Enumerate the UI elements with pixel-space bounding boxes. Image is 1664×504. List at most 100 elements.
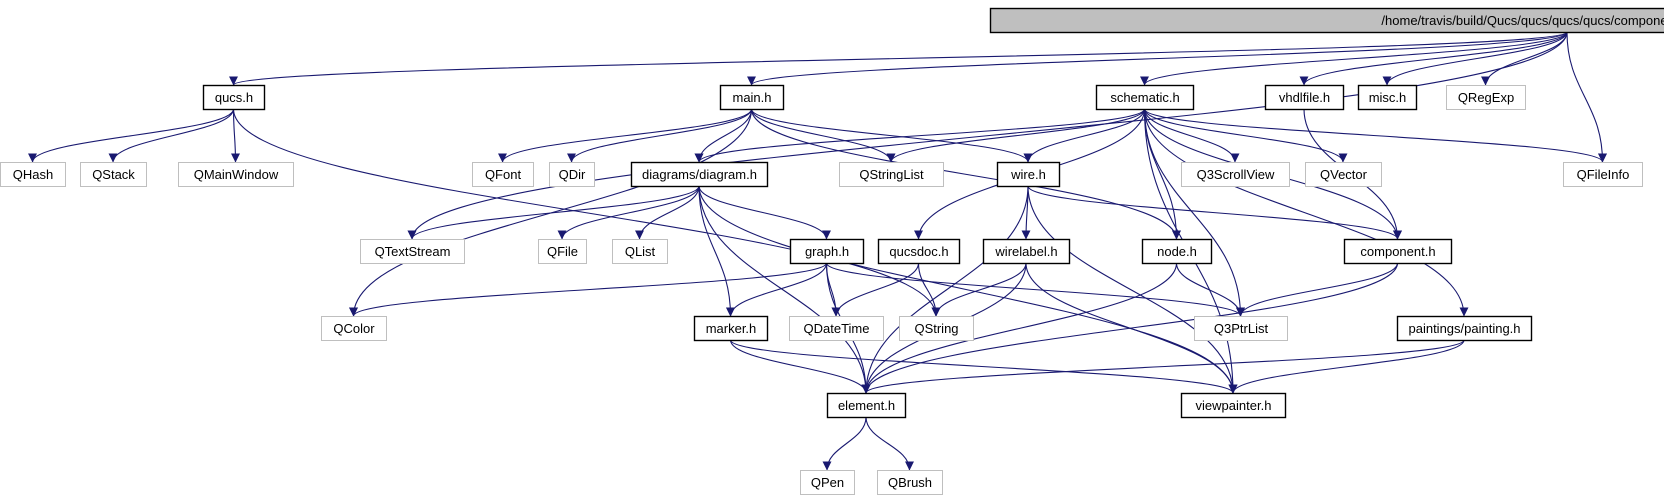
node-box [1181,162,1290,187]
node-qstring: QString [899,316,974,341]
node-qfile: QFile [538,239,587,264]
node-main[interactable]: main.h [719,84,785,111]
node-label: QMainWindow [194,167,279,182]
node-label: QDateTime [804,321,870,336]
node-box [1305,162,1382,187]
node-label: wirelabel.h [994,244,1057,259]
node-qucsdoc[interactable]: qucsdoc.h [877,238,961,265]
node-box [538,239,587,264]
node-viewpainter[interactable]: viewpainter.h [1180,392,1287,419]
node-diagram[interactable]: diagrams/diagram.h [630,161,769,188]
node-wire[interactable]: wire.h [996,161,1061,188]
edge-root-to-qfileinfo [1566,31,1607,163]
node-label: component.h [1360,244,1435,259]
edge-diagram-to-qtextstream [407,185,700,240]
edge-main-to-qdir [567,108,753,163]
node-label: schematic.h [1110,90,1179,105]
edge-schematic-to-painting [1143,108,1469,317]
node-painting[interactable]: paintings/painting.h [1396,315,1533,342]
node-label: viewpainter.h [1196,398,1272,413]
node-box [321,316,387,341]
node-graph[interactable]: graph.h [789,238,865,265]
node-node[interactable]: node.h [1141,238,1213,265]
edge-root-to-qucs [229,31,1568,86]
edge-marker-to-viewpainter [729,339,1238,394]
node-box [202,84,266,111]
edge-node-to-element [861,262,1178,394]
node-qstack: QStack [80,162,147,187]
node-box [1095,84,1195,111]
node-label: QHash [13,167,53,182]
node-box [630,161,769,188]
node-label: QFont [485,167,522,182]
node-qucs[interactable]: qucs.h [202,84,266,111]
edge-painting-to-element [861,339,1465,394]
node-component[interactable]: component.h [1343,238,1453,265]
node-box [982,238,1071,265]
node-qbrush: QBrush [877,470,943,495]
node-label: QBrush [888,475,932,490]
edge-painting-to-viewpainter [1228,339,1465,394]
edge-root-to-main [747,31,1568,86]
edge-diagram-to-graph [698,185,831,240]
edge-graph-to-qcolor [349,262,828,317]
node-box [839,162,944,187]
edge-diagram-to-qlist [635,185,700,240]
node-label: misc.h [1369,90,1407,105]
node-label: qucsdoc.h [889,244,948,259]
edge-qucs-to-qstack [108,108,235,163]
node-box [996,161,1061,188]
node-label: QList [625,244,656,259]
node-label: QFileInfo [1577,167,1630,182]
edge-schematic-to-diagram [694,108,1146,163]
node-qvector: QVector [1305,162,1382,187]
edge-qucsdoc-to-qdatetime [831,262,920,317]
edge-qucs-to-qhash [28,108,235,163]
node-label: element.h [838,398,895,413]
node-vhdlfile[interactable]: vhdlfile.h [1264,84,1345,111]
node-label: node.h [1157,244,1197,259]
node-schematic[interactable]: schematic.h [1095,84,1195,111]
node-box [1446,85,1526,110]
node-box [989,7,1664,34]
node-box [472,162,534,187]
edge-wirelabel-to-qstring [931,262,1027,317]
edge-node-to-q3ptrlist [1175,262,1245,317]
edge-wire-to-viewpainter [1027,185,1238,394]
node-element[interactable]: element.h [826,392,907,419]
node-qhash: QHash [0,162,66,187]
node-label: QColor [333,321,375,336]
node-qdatetime: QDateTime [789,316,884,341]
node-misc[interactable]: misc.h [1357,84,1418,111]
node-label: graph.h [805,244,849,259]
node-box [1396,315,1533,342]
node-box [800,470,855,495]
node-box [899,316,974,341]
node-box [1141,238,1213,265]
edge-root-to-vhdlfile [1299,31,1568,86]
node-label: wire.h [1010,167,1046,182]
node-box [1357,84,1418,111]
edge-diagram-to-marker [698,185,735,317]
node-label: QStringList [859,167,924,182]
node-wirelabel[interactable]: wirelabel.h [982,238,1071,265]
node-label: main.h [732,90,771,105]
node-qfileinfo: QFileInfo [1563,162,1643,187]
node-marker[interactable]: marker.h [693,315,769,342]
edge-schematic-to-qfileinfo [1143,108,1607,163]
edge-main-to-wire [750,108,1033,163]
edge-wire-to-element [861,185,1029,394]
edge-schematic-to-qvector [1143,108,1348,163]
edge-root-to-misc [1382,31,1568,86]
node-root[interactable]: /home/travis/build/Qucs/qucs/qucs/qucs/c… [989,7,1664,34]
edge-graph-to-q3ptrlist [825,262,1245,317]
node-box [789,238,865,265]
node-box [877,238,961,265]
node-box [360,239,465,264]
node-label: QTextStream [375,244,451,259]
edge-wire-to-component [1027,185,1402,240]
edge-schematic-to-qstringlist [886,108,1146,163]
node-box [612,239,668,264]
node-label: QString [914,321,958,336]
